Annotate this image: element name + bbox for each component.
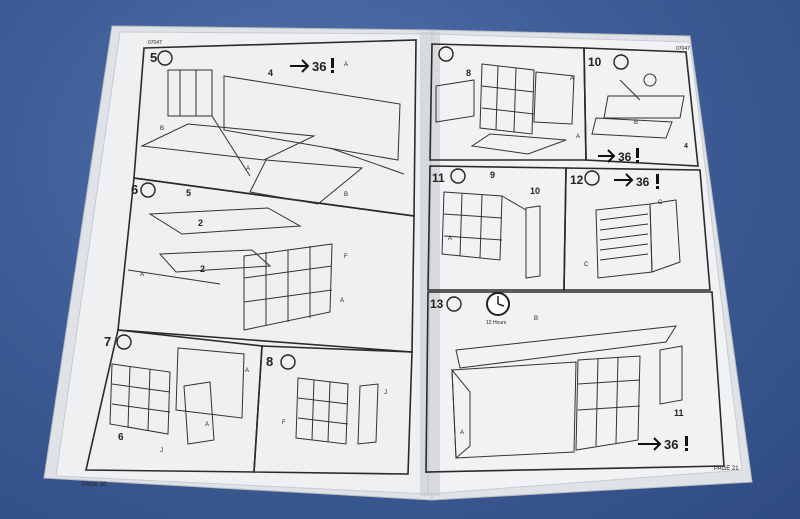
right-header-code: 07047 xyxy=(676,46,690,52)
step-6-label-f: F xyxy=(344,254,348,260)
step-6-number: 6 xyxy=(131,182,138,197)
step-12-panel xyxy=(563,167,711,291)
exclamation-icons xyxy=(331,58,688,451)
step-9-drawing xyxy=(435,63,575,155)
step-8-drawing xyxy=(295,377,379,445)
step-5-number: 5 xyxy=(150,50,157,65)
step-10-number: 10 xyxy=(588,55,602,69)
step-9-label-a2: A xyxy=(576,134,580,140)
glue-icon xyxy=(613,54,629,70)
step-6-part-b: 2 xyxy=(198,218,203,228)
step-7-part: 6 xyxy=(118,432,124,443)
step-11-number: 11 xyxy=(432,171,445,185)
glue-icon xyxy=(438,46,454,62)
glue-icon xyxy=(116,334,132,350)
step-11-part-a: 9 xyxy=(490,170,495,180)
step-11-part-b: 10 xyxy=(530,186,540,196)
step-10-label-b: B xyxy=(634,120,638,126)
step-7-label-a: A xyxy=(245,368,249,374)
glue-icon xyxy=(584,170,600,186)
left-header-code: 07047 xyxy=(148,40,162,46)
step-7-drawing xyxy=(109,347,245,445)
glue-icon xyxy=(140,182,156,198)
step-7-label-j: J xyxy=(160,448,163,454)
step-8-label-j: J xyxy=(384,390,387,396)
step-12-label-c: C xyxy=(658,200,663,206)
step-13-panel xyxy=(425,291,725,473)
glue-icon xyxy=(280,354,296,370)
arrow-right-icon xyxy=(290,59,310,73)
step-9-label-a: A xyxy=(570,76,574,82)
step-8-panel xyxy=(253,345,413,475)
step-12-ref: 36 xyxy=(636,175,650,189)
step-6-part-c: 2 xyxy=(200,264,205,274)
arrow-right-icon xyxy=(598,149,616,163)
step-5-label-b: B xyxy=(344,192,348,198)
step-13-label-a: A xyxy=(460,430,464,436)
step-6-drawing xyxy=(127,207,333,331)
step-13-drawing xyxy=(451,325,683,460)
step-13-number: 13 xyxy=(430,297,444,311)
left-page-label: PAGE 20 xyxy=(82,482,107,488)
step-13-timer-text: 12 Hours xyxy=(486,320,507,326)
step-9-part: 8 xyxy=(466,68,471,78)
left-page-panels xyxy=(84,39,417,475)
step-6-label-a2: A xyxy=(140,272,144,278)
step-12-drawing xyxy=(595,199,681,279)
step-8-number: 8 xyxy=(266,354,273,369)
right-page-label: PAGE 21 xyxy=(714,466,739,472)
step-12-label-c2: C xyxy=(584,262,589,268)
step-5-label-a: A xyxy=(246,166,250,172)
glue-icon xyxy=(450,168,466,184)
step-5-label-b2: B xyxy=(160,126,164,132)
step-5-ref: 36 xyxy=(312,59,326,74)
step-10-panel xyxy=(583,47,699,167)
step-12-number: 12 xyxy=(570,173,584,187)
step-13-label-b: B xyxy=(534,316,538,322)
glue-icons xyxy=(116,46,629,370)
step-5-part: 4 xyxy=(268,68,273,78)
spine-shadow xyxy=(420,32,440,496)
clock-icon xyxy=(486,292,510,316)
step-10-part: 4 xyxy=(684,143,688,150)
step-6-part-a: 5 xyxy=(186,188,191,198)
step-10-ref: 36 xyxy=(618,150,632,164)
arrow-icons xyxy=(290,59,662,451)
step-8-label-f: F xyxy=(282,420,286,426)
step-7-label-a2: A xyxy=(205,422,209,428)
step-5-label-a2: A xyxy=(344,62,348,68)
glue-icon xyxy=(157,50,173,66)
step-5-drawing xyxy=(140,69,405,205)
arrow-right-icon xyxy=(614,173,634,187)
glue-icon xyxy=(446,296,462,312)
step-6-label-a: A xyxy=(340,298,344,304)
step-11-label-a: A xyxy=(448,236,452,242)
step-13-ref: 36 xyxy=(664,437,678,452)
step-10-drawing xyxy=(591,73,685,139)
right-page-panels xyxy=(425,43,725,473)
step-11-drawing xyxy=(441,191,541,279)
arrow-right-icon xyxy=(638,437,662,451)
step-7-number: 7 xyxy=(104,334,111,349)
step-13-part: 11 xyxy=(674,408,684,418)
